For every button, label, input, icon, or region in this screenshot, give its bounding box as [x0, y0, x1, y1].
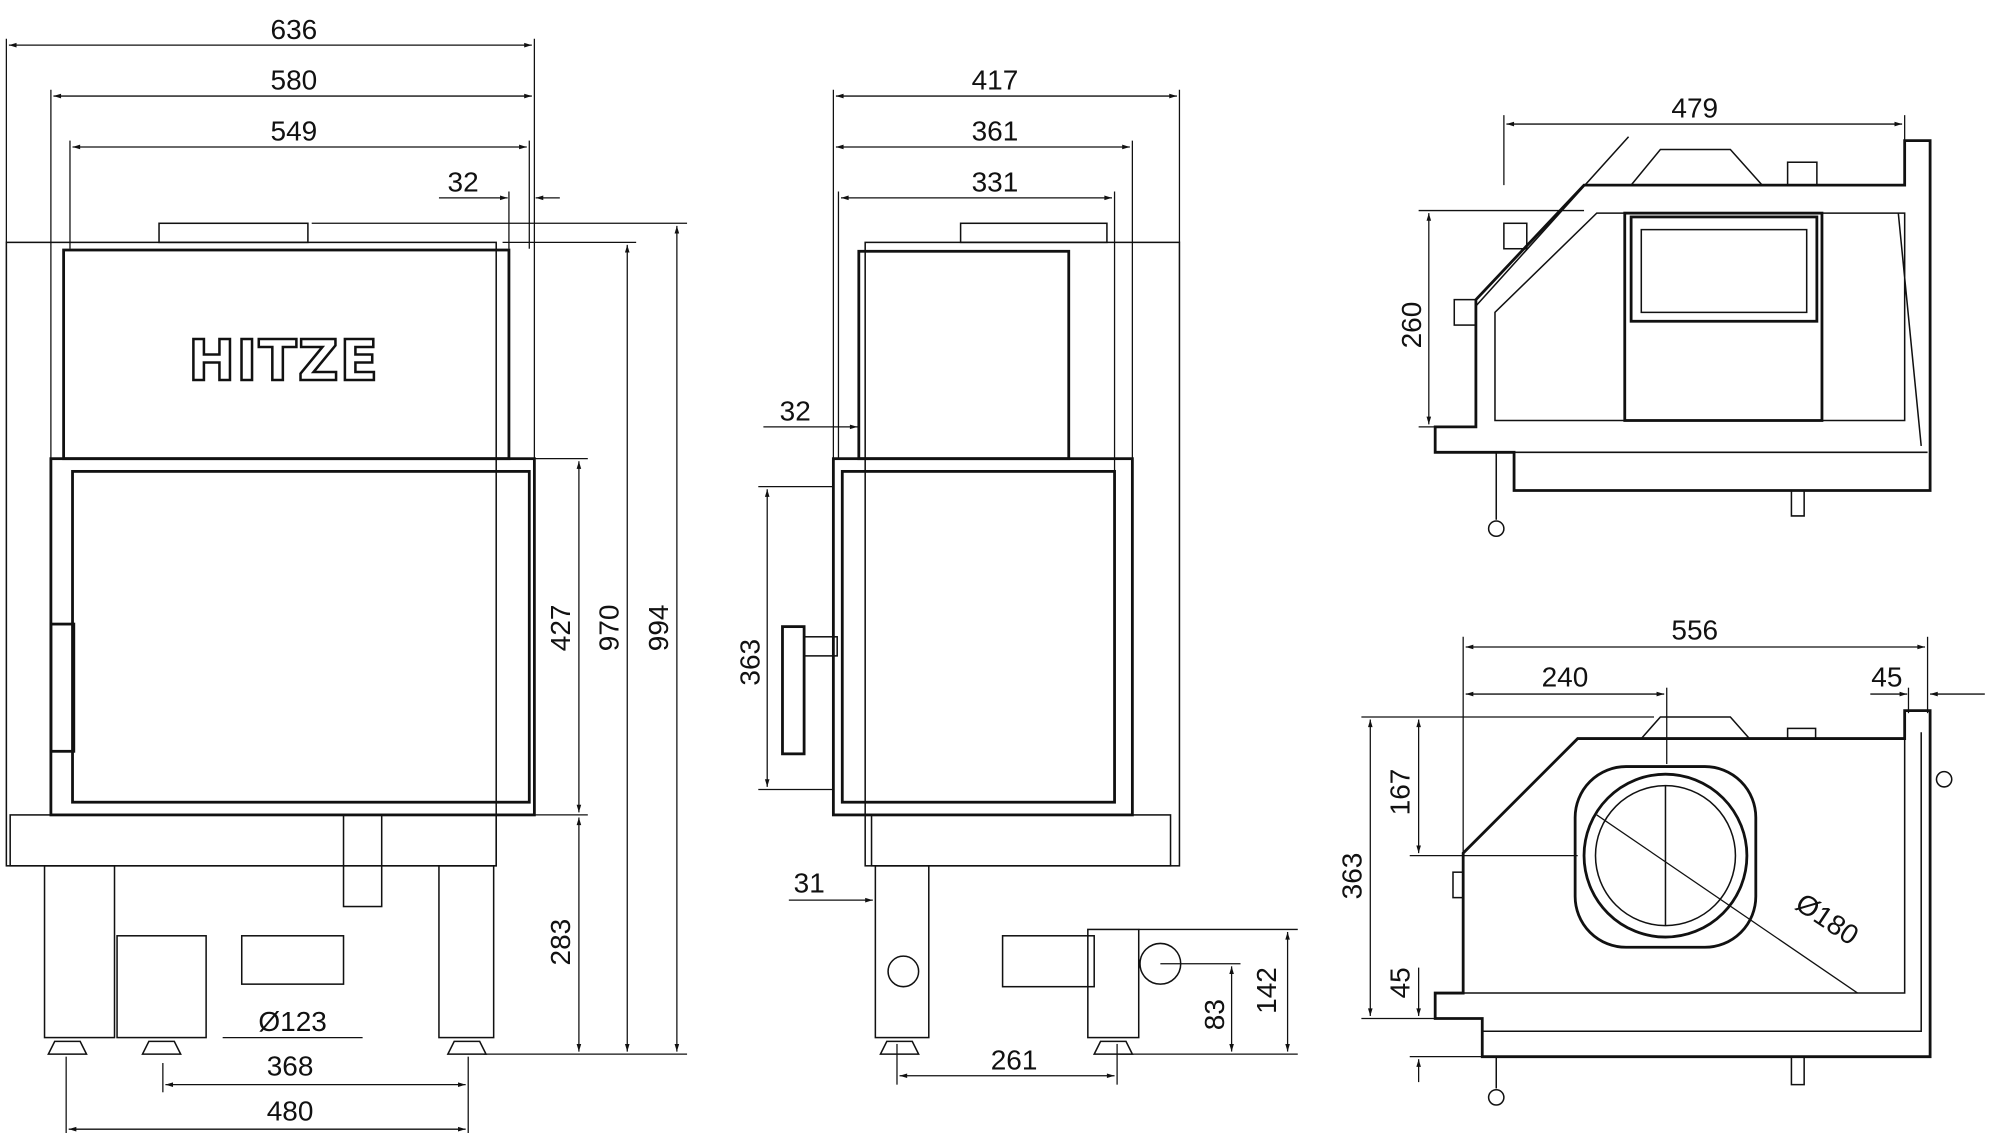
dim-479: 479: [1671, 93, 1718, 124]
dim-363-side: 363: [735, 639, 766, 686]
dim-240: 240: [1542, 661, 1589, 692]
dim-261: 261: [991, 1044, 1038, 1075]
dim-363-plan: 363: [1336, 853, 1367, 900]
dim-167: 167: [1385, 769, 1416, 816]
dim-417: 417: [972, 65, 1019, 96]
side-door-handle: [781, 625, 806, 756]
plan-outline: [1433, 709, 1953, 1106]
dim-283: 283: [545, 919, 576, 966]
dim-32-side: 32: [780, 396, 811, 427]
dim-45-top: 45: [1871, 661, 1902, 692]
dim-970: 970: [593, 605, 624, 652]
dim-556: 556: [1671, 614, 1718, 645]
side-dimension-labels: 417 361 331 32 363 31 261 83 142: [735, 65, 1283, 1076]
dim-368: 368: [267, 1051, 314, 1082]
dim-diameter-123: Ø123: [258, 1006, 326, 1037]
side-view: 417 361 331 32 363 31 261 83 142: [735, 65, 1298, 1085]
dim-32: 32: [448, 166, 479, 197]
dim-994: 994: [643, 605, 674, 652]
door-handle: [49, 622, 76, 753]
plan-dimension-lines: [1361, 636, 1985, 1083]
dim-361: 361: [972, 116, 1019, 147]
dim-diameter-180: Ø180: [1790, 887, 1864, 951]
dim-142: 142: [1251, 967, 1282, 1014]
top-dimension-lines: [1418, 115, 1906, 428]
dim-580: 580: [271, 65, 318, 96]
brand-logo: HITZE: [188, 329, 379, 394]
front-dimension-lines: [5, 38, 688, 1134]
side-outline: [781, 222, 1182, 1055]
dim-480: 480: [267, 1095, 314, 1126]
plan-dimension-labels: 556 240 45 167 363 45 Ø180: [1336, 614, 1902, 998]
front-view: HITZE 636 580 549 32 427 970 994 283 Ø12…: [5, 14, 688, 1134]
dim-636: 636: [271, 14, 318, 45]
front-outline: HITZE: [5, 222, 536, 1055]
dim-427: 427: [545, 605, 576, 652]
dim-549: 549: [271, 116, 318, 147]
dim-331: 331: [972, 166, 1019, 197]
top-section-view: 479 260: [1396, 93, 1932, 538]
top-outline: [1433, 136, 1932, 538]
dim-83: 83: [1199, 999, 1230, 1030]
front-dimension-labels: 636 580 549 32 427 970 994 283 Ø123 368 …: [258, 14, 674, 1126]
side-dimension-lines: [758, 89, 1298, 1085]
plan-view: 556 240 45 167 363 45 Ø180: [1336, 614, 1985, 1106]
dim-45-side: 45: [1385, 967, 1416, 998]
dim-260: 260: [1396, 302, 1427, 349]
dim-31: 31: [794, 868, 825, 899]
